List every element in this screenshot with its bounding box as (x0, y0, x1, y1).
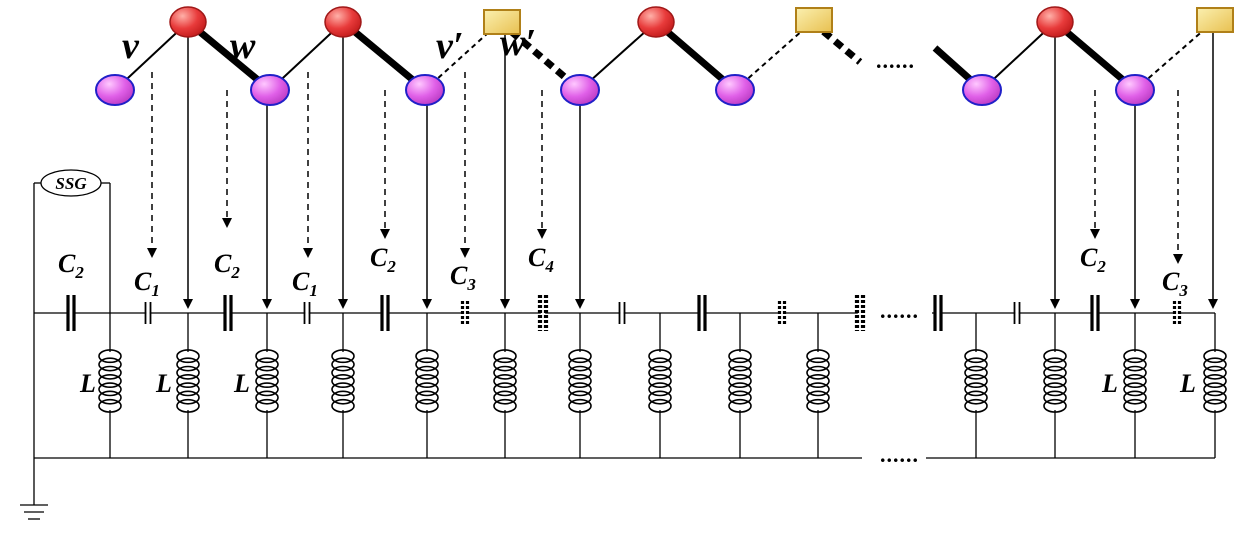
capacitor (223, 295, 233, 331)
red-sites (169, 6, 1074, 38)
inductors (98, 313, 1227, 458)
capacitor (1172, 301, 1182, 325)
capacitor (303, 302, 311, 324)
coupling-label-w-prime: w′ (500, 22, 536, 64)
inductor-coil (1123, 313, 1147, 458)
capacitor (777, 301, 787, 325)
inductor-coil (728, 313, 752, 458)
inductor-label: L (155, 369, 172, 398)
inductor-coil (964, 313, 988, 458)
capacitor (460, 301, 470, 325)
capacitor (144, 302, 152, 324)
cap-label-c2: C2 (370, 243, 396, 276)
inductor-coil (568, 313, 592, 458)
inductor-label: L (1101, 369, 1118, 398)
inductor-coil (1203, 349, 1227, 413)
capacitor (933, 295, 943, 331)
inductor-coil (1043, 313, 1067, 458)
coupling-label-w: w (230, 25, 256, 67)
inductor-coil (176, 313, 200, 458)
circuit-ellipsis-top: ...... (880, 298, 919, 323)
coupling-label-v-prime: v′ (436, 25, 464, 67)
cap-label-c4: C4 (528, 243, 554, 276)
inductor-label: L (233, 369, 250, 398)
coupling-label-v: v (122, 25, 140, 67)
inductor-coil (648, 313, 672, 458)
ssg-source: SSG (40, 169, 102, 197)
defect-sites (483, 7, 1234, 35)
capacitor (854, 295, 866, 331)
cap-label-c1: C1 (134, 267, 160, 300)
dashed-arrows (147, 72, 1183, 264)
cap-label-c3: C3 (450, 261, 476, 294)
capacitor (618, 302, 626, 324)
inductor-coil (415, 313, 439, 458)
cap-label-c2: C2 (58, 249, 84, 282)
inductor-coil (493, 313, 517, 458)
inductor-coil (806, 313, 830, 458)
capacitor (1013, 302, 1021, 324)
circuit-ellipsis-bottom: ...... (880, 442, 919, 467)
solid-arrows (183, 32, 1218, 309)
cap-label-c2: C2 (214, 249, 240, 282)
capacitor (537, 295, 549, 331)
cap-label-c3: C3 (1162, 267, 1188, 300)
capacitor (697, 295, 707, 331)
inductor-label: L (79, 369, 96, 398)
lattice-ellipsis: ...... (876, 48, 915, 73)
pink-sites (95, 74, 1155, 106)
capacitor (66, 295, 76, 331)
inductor-coil (331, 313, 355, 458)
capacitor (380, 295, 390, 331)
inductor-label: L (1179, 369, 1196, 398)
inductor-coil (255, 313, 279, 458)
cap-label-c2: C2 (1080, 243, 1106, 276)
cap-label-c1: C1 (292, 267, 318, 300)
inductor-coil (98, 313, 122, 458)
ssg-label: SSG (55, 174, 87, 193)
capacitor (1090, 295, 1100, 331)
capacitors (66, 295, 1182, 331)
circuit-wiring (20, 182, 1216, 520)
